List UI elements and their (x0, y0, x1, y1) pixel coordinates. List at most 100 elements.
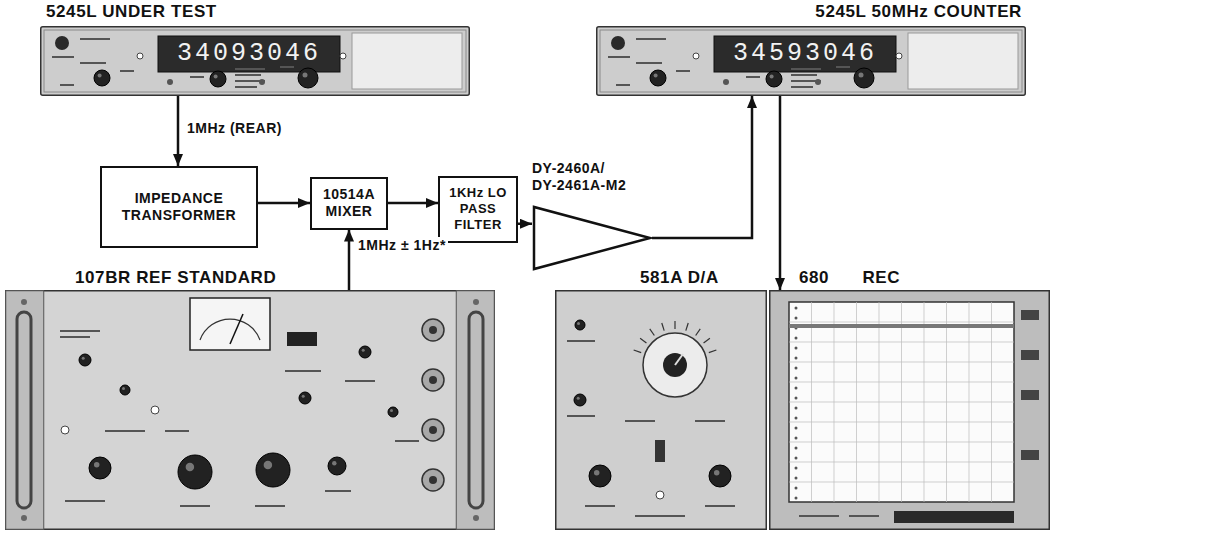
panel-detail (429, 476, 437, 484)
panel-detail (654, 74, 658, 78)
panel-detail (585, 505, 615, 507)
amplifier-label: DY-2460A/ DY-2461A-M2 (532, 160, 630, 194)
panel-detail (795, 447, 798, 450)
panel-detail (634, 350, 642, 353)
panel-detail (165, 430, 189, 432)
panel-detail (849, 515, 879, 517)
panel-detail (390, 409, 393, 412)
instrument: 5245L UNDER TEST34093046 (40, 2, 470, 96)
panel-detail (230, 314, 243, 344)
panel-detail (799, 515, 839, 517)
panel-detail (789, 462, 1014, 463)
box-label: 1KHz LO PASS FILTER (446, 185, 510, 233)
panel-detail (789, 322, 1014, 323)
panel-detail (789, 422, 1014, 423)
panel-detail (122, 387, 125, 390)
panel-detail (456, 291, 494, 530)
panel-detail (600, 30, 1022, 92)
panel-detail (674, 321, 675, 329)
panel-detail (791, 74, 817, 76)
panel-detail (287, 332, 317, 346)
panel-detail (359, 346, 371, 358)
panel-detail (1021, 350, 1039, 360)
panel-detail (723, 79, 729, 85)
instrument: 581A D/A (555, 268, 767, 530)
panel-detail (704, 338, 710, 343)
panel-detail (422, 319, 444, 341)
panel-detail (235, 86, 257, 88)
panel-detail (473, 299, 479, 305)
panel-detail (789, 402, 1014, 403)
panel-detail (795, 387, 798, 390)
panel-detail (662, 323, 664, 331)
panel-detail (795, 347, 798, 350)
amplifier-symbol: DY-2460A/ DY-2461A-M2 (532, 160, 652, 271)
panel-detail (210, 71, 226, 87)
panel-detail (597, 27, 1026, 96)
panel-detail (577, 322, 580, 325)
panel-detail (577, 397, 580, 400)
panel-detail (789, 382, 1014, 383)
panel-detail (795, 497, 798, 500)
signal-connector (652, 96, 752, 238)
panel-detail (180, 505, 210, 507)
panel-detail (303, 73, 308, 78)
panel-detail (643, 333, 707, 397)
panel-detail (82, 357, 85, 360)
panel-detail (55, 36, 69, 50)
panel-detail (795, 407, 798, 410)
panel-detail (795, 367, 798, 370)
panel-detail (795, 437, 798, 440)
panel-detail (650, 70, 666, 86)
panel-detail (21, 299, 27, 305)
panel-detail (791, 80, 821, 82)
box-label: 10514A MIXER (318, 186, 380, 220)
panel-detail (705, 505, 735, 507)
panel-detail (791, 68, 821, 70)
panel-detail (789, 324, 1014, 328)
panel-detail (650, 329, 655, 336)
panel-detail (789, 482, 1014, 483)
panel-detail (190, 76, 204, 78)
panel-detail (60, 84, 74, 86)
panel-detail (429, 376, 437, 384)
panel-detail (151, 406, 159, 414)
panel-detail (534, 207, 650, 269)
panel-detail (616, 84, 630, 86)
panel-detail (789, 442, 1014, 443)
panel-detail (94, 70, 110, 86)
panel-detail (635, 515, 685, 517)
panel-detail (567, 415, 595, 417)
panel-detail (264, 461, 273, 470)
panel-detail (567, 340, 595, 342)
panel-detail (636, 62, 662, 64)
panel-detail (795, 457, 798, 460)
process-box: IMPEDANCE TRANSFORMER (100, 166, 258, 248)
panel-detail (686, 323, 688, 331)
panel-detail (178, 455, 212, 489)
amplifier-triangle (532, 205, 652, 271)
panel-detail (89, 457, 111, 479)
panel-detail (80, 62, 106, 64)
panel-detail (473, 515, 479, 521)
panel-detail (695, 420, 725, 422)
panel-detail (235, 68, 265, 70)
panel-detail (589, 465, 611, 487)
signal-label: 1MHz ± 1Hz* (356, 237, 448, 253)
instrument-label: 5245L 50MHz COUNTER (596, 2, 1026, 22)
panel-detail (120, 385, 130, 395)
signal-label: 1MHz (REAR) (185, 120, 284, 136)
panel-detail (200, 319, 260, 340)
panel-detail (766, 71, 782, 87)
panel-detail (896, 53, 902, 59)
panel-detail (60, 336, 90, 338)
panel-detail (352, 33, 462, 89)
panel-detail (656, 491, 664, 499)
signal-connector (258, 202, 310, 205)
signal-connector (518, 223, 532, 226)
panel-detail (255, 505, 285, 507)
process-box: 1KHz LO PASS FILTER (438, 176, 518, 243)
panel-detail (908, 33, 1018, 89)
panel-detail (235, 74, 261, 76)
panel-detail (795, 377, 798, 380)
